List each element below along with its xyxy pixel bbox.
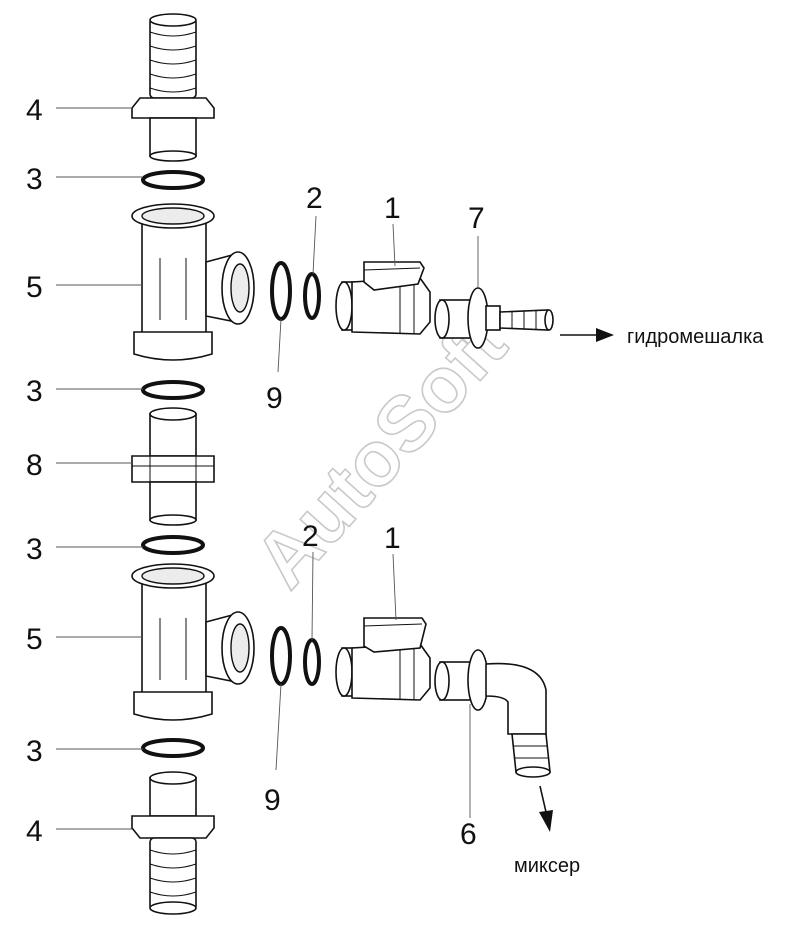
callout-hose-barb: 7 xyxy=(468,202,485,235)
callout-o-ring-c: 3 xyxy=(26,533,43,566)
callout-fitting-top: 4 xyxy=(26,94,43,127)
o-ring-c xyxy=(141,535,205,555)
callout-valve-lower: 1 xyxy=(384,522,401,555)
callout-seal-upper: 9 xyxy=(266,382,283,415)
o-ring-d xyxy=(141,738,205,758)
part-ball-valve-lower xyxy=(335,617,431,701)
callout-o-ring-d: 3 xyxy=(26,735,43,768)
part-ball-valve-upper xyxy=(335,261,431,335)
leader-lines xyxy=(56,107,479,830)
seal-upper xyxy=(270,261,292,321)
callout-o-ring-b: 3 xyxy=(26,375,43,408)
callout-gasket-upper: 2 xyxy=(306,182,323,215)
part-hose-fitting-top xyxy=(131,13,215,162)
o-ring-a xyxy=(141,170,205,190)
flow-arrow-lower xyxy=(539,785,553,832)
part-hose-barb xyxy=(434,287,554,349)
callout-tee-lower: 5 xyxy=(26,623,43,656)
gasket-upper xyxy=(303,272,321,320)
callout-elbow: 6 xyxy=(460,818,477,851)
destination-lower-label: миксер xyxy=(514,855,580,877)
o-ring-b xyxy=(141,380,205,400)
callout-tee-upper: 5 xyxy=(26,271,43,304)
part-elbow xyxy=(434,649,551,778)
flow-arrow-upper xyxy=(560,328,614,342)
callout-nipple: 8 xyxy=(26,449,43,482)
callout-o-ring-a: 3 xyxy=(26,163,43,196)
callout-gasket-lower: 2 xyxy=(302,520,319,553)
gasket-lower xyxy=(303,638,321,686)
callout-seal-lower: 9 xyxy=(264,784,281,817)
destination-upper-label: гидромешалка xyxy=(627,326,764,348)
part-hose-fitting-bottom xyxy=(131,771,215,915)
part-tee-upper xyxy=(131,203,255,361)
part-tee-lower xyxy=(131,563,255,721)
callout-valve-upper: 1 xyxy=(384,192,401,225)
seal-lower xyxy=(270,626,292,686)
part-nipple xyxy=(131,407,215,526)
callout-fitting-bottom: 4 xyxy=(26,815,43,848)
